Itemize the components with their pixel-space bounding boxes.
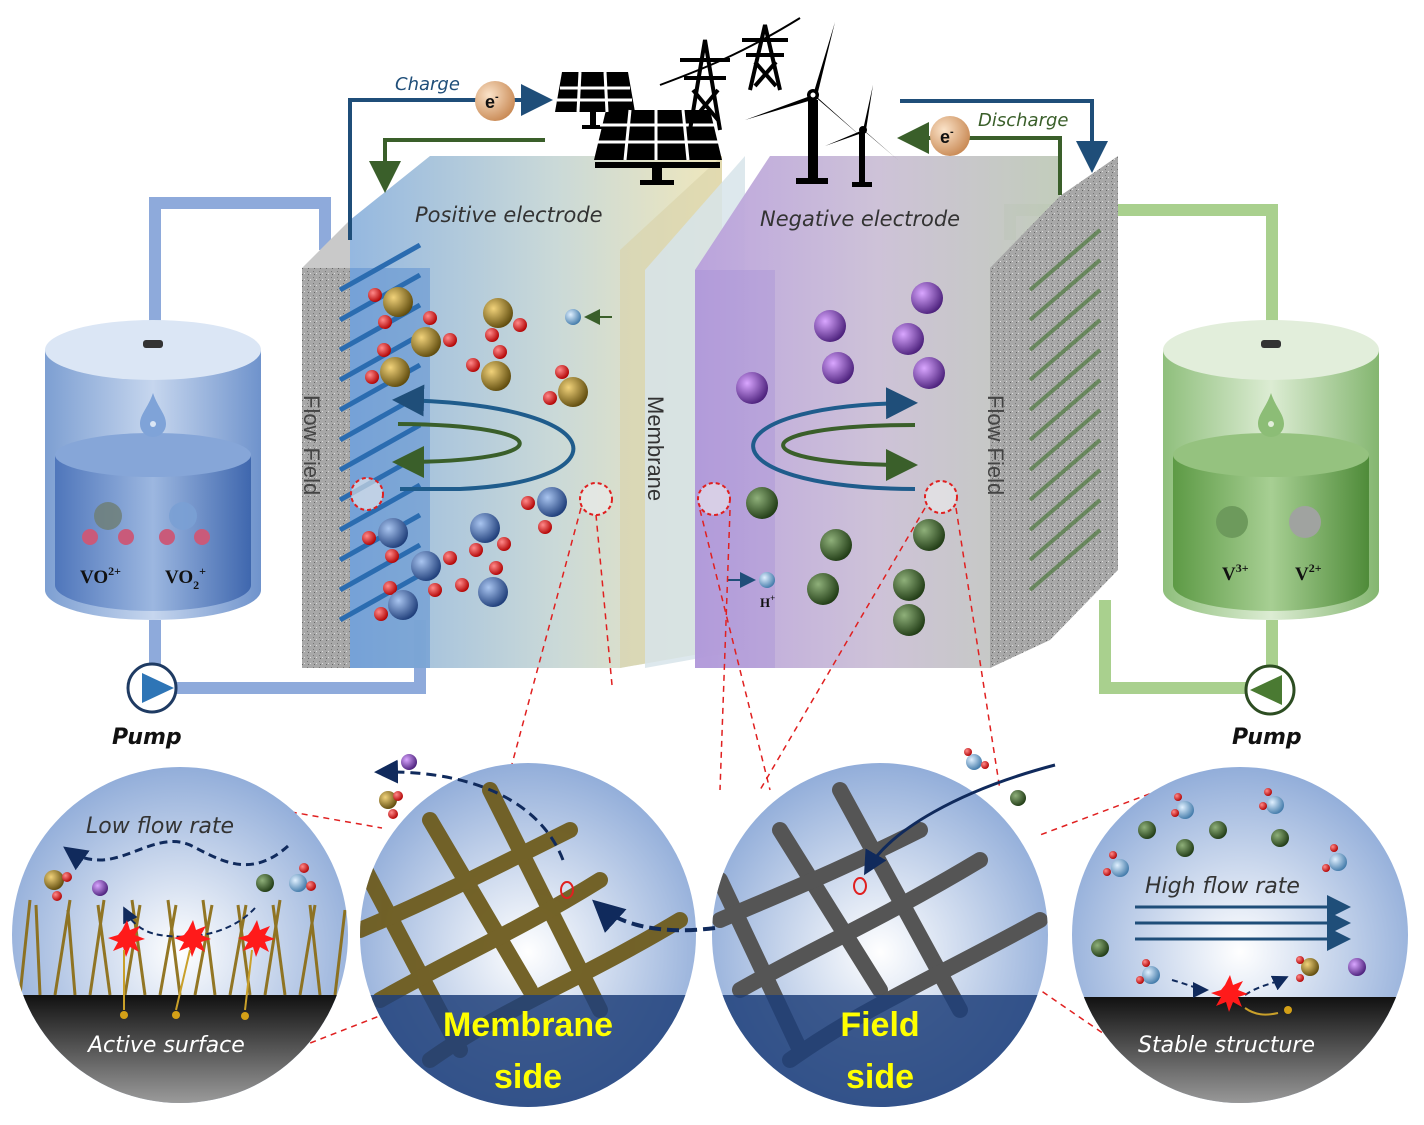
vo2-plus-ion-icon <box>159 502 210 545</box>
charge-label: Charge <box>395 74 460 95</box>
proton-icon <box>565 309 581 325</box>
ion-label-v2: V2+ <box>1295 561 1322 585</box>
v2plus-ion-icon <box>1289 506 1321 538</box>
membrane-side-label-line2: side <box>494 1058 562 1096</box>
v3plus-molecules <box>746 487 945 636</box>
droplet-icon <box>140 393 166 437</box>
reaction-burst-icon <box>108 920 275 957</box>
battery-cell: Positive electrode Negative electrode Fl… <box>299 156 1118 668</box>
positive-electrolyte-tank: VO2+ VO2+ <box>45 320 261 620</box>
discharge-label: Discharge <box>978 110 1068 131</box>
electron-label: e- <box>485 91 499 112</box>
flow-path-arrow <box>392 384 576 491</box>
ion-label-v3: V3+ <box>1222 561 1249 585</box>
left-pump: Pump <box>112 662 182 750</box>
flow-path-arrow <box>781 423 918 481</box>
negative-electrode-label: Negative electrode <box>760 207 960 231</box>
transport-arrow <box>592 899 716 933</box>
membrane-side-label-line1: Membrane <box>443 1006 613 1044</box>
inset-high-flow-rate: High flow rate Stable structure <box>1072 767 1408 1103</box>
reaction-burst-icon <box>1211 975 1248 1012</box>
ion-label-vo2plus: VO2+ <box>165 564 206 592</box>
negative-electrolyte-tank: V3+ V2+ <box>1163 320 1379 620</box>
field-side-label-line2: side <box>846 1058 914 1096</box>
field-side-label-line1: Field <box>840 1006 919 1044</box>
discharge-circuit: e- Discharge <box>897 99 1108 195</box>
transport-arrow <box>864 763 1056 876</box>
transport-arrow <box>374 759 565 861</box>
electron-icon <box>930 116 970 156</box>
flow-field-label-left: Flow Field <box>299 395 324 495</box>
pump-play-icon <box>142 673 174 703</box>
transmission-towers-icon <box>659 17 801 131</box>
droplet-icon <box>1258 393 1284 437</box>
right-pump: Pump <box>1232 664 1302 750</box>
flow-path-arrow <box>392 422 522 478</box>
proton-icon <box>759 572 775 588</box>
wind-turbines-icon <box>745 22 898 187</box>
vo2plus-ion-icon <box>82 502 134 545</box>
vo2plus-molecules <box>365 287 588 407</box>
vo2-molecules <box>362 487 567 621</box>
electron-icon <box>475 81 515 121</box>
flow-path-arrow <box>751 387 918 491</box>
positive-electrode-label: Positive electrode <box>415 203 603 227</box>
inset-membrane-side: Membrane side <box>360 763 696 1107</box>
v2plus-molecules <box>736 282 945 404</box>
proton-label: H+ <box>760 593 775 610</box>
tank-cap <box>143 340 163 348</box>
membrane-label: Membrane <box>643 396 668 501</box>
pump-label-right: Pump <box>1232 725 1302 750</box>
electron-label: e- <box>940 126 954 147</box>
charge-circuit: e- Charge <box>348 74 553 240</box>
negative-electrode <box>695 156 1060 668</box>
zoom-marker-circles <box>350 477 958 516</box>
active-surface-label: Active surface <box>86 1033 245 1058</box>
pump-label-left: Pump <box>112 725 182 750</box>
ion-label-vo2: VO2+ <box>80 564 121 588</box>
flow-field-label-right: Flow Field <box>983 395 1008 495</box>
v3plus-ion-icon <box>1216 506 1248 538</box>
pump-play-icon <box>1250 675 1282 705</box>
low-flow-rate-label: Low flow rate <box>86 814 234 839</box>
inset-field-side: Field side <box>712 763 1048 1107</box>
high-flow-rate-label: High flow rate <box>1145 874 1300 899</box>
stable-structure-label: Stable structure <box>1138 1033 1315 1058</box>
inset-low-flow-rate: Low flow rate Active surface <box>12 767 348 1103</box>
